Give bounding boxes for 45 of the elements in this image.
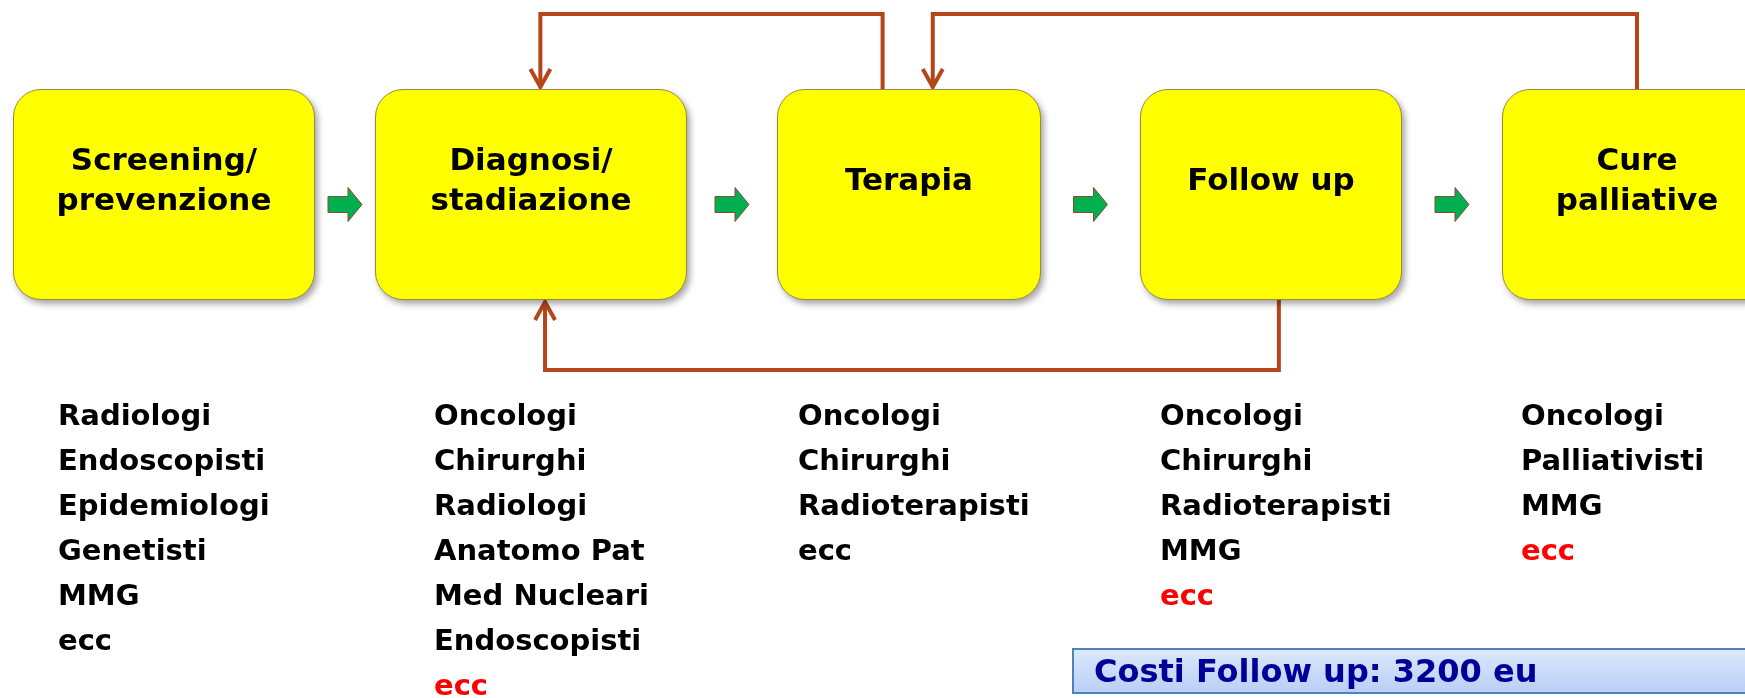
specialist-label: ecc: [1160, 577, 1216, 614]
process-box: [777, 89, 1041, 300]
process-box: [1140, 89, 1402, 300]
cost-note-box: [1072, 648, 1745, 694]
box-label: Follow up: [1186, 159, 1356, 199]
specialist-label: MMG: [1521, 487, 1604, 524]
specialist-label: MMG: [1160, 532, 1243, 569]
arrow: [327, 187, 363, 222]
arrow: [1434, 187, 1470, 222]
specialist-label: ecc: [434, 667, 490, 698]
process-box: [375, 89, 687, 300]
specialist-label: Oncologi: [798, 397, 942, 434]
specialist-label: Oncologi: [1160, 397, 1304, 434]
specialist-label: Palliativisti: [1521, 442, 1705, 479]
specialist-label: Chirurghi: [434, 442, 588, 479]
process-box: [1502, 89, 1745, 300]
specialist-label: ecc: [1521, 532, 1577, 569]
specialist-label: ecc: [798, 532, 854, 569]
box-label: Diagnosi/ stadiazione: [429, 139, 633, 219]
specialist-label: Endoscopisti: [434, 622, 643, 659]
specialist-label: Anatomo Pat: [434, 532, 646, 569]
specialist-label: Oncologi: [434, 397, 578, 434]
process-box: [13, 89, 315, 300]
specialist-label: Epidemiologi: [58, 487, 270, 524]
connector-arrow: [920, 12, 1639, 89]
specialist-label: Chirurghi: [798, 442, 952, 479]
specialist-label: Oncologi: [1521, 397, 1665, 434]
arrow: [714, 187, 750, 222]
specialist-label: ecc: [58, 622, 114, 659]
specialist-label: MMG: [58, 577, 141, 614]
specialist-label: Chirurghi: [1160, 442, 1314, 479]
box-label: Cure palliative: [1554, 139, 1720, 219]
specialist-label: Endoscopisti: [58, 442, 267, 479]
arrow: [1073, 187, 1108, 222]
box-label: Screening/ prevenzione: [55, 139, 273, 219]
specialist-label: Radiologi: [434, 487, 589, 524]
specialist-label: Genetisti: [58, 532, 208, 569]
note-text: Costi Follow up: 3200 eu: [1094, 651, 1538, 691]
specialist-label: Radioterapisti: [1160, 487, 1392, 524]
specialist-label: Radiologi: [58, 397, 213, 434]
specialist-label: Med Nucleari: [434, 577, 649, 614]
specialist-label: Radioterapisti: [798, 487, 1030, 524]
connector-arrow: [533, 300, 1281, 372]
box-label: Terapia: [844, 159, 974, 199]
connector-arrow: [528, 12, 885, 89]
